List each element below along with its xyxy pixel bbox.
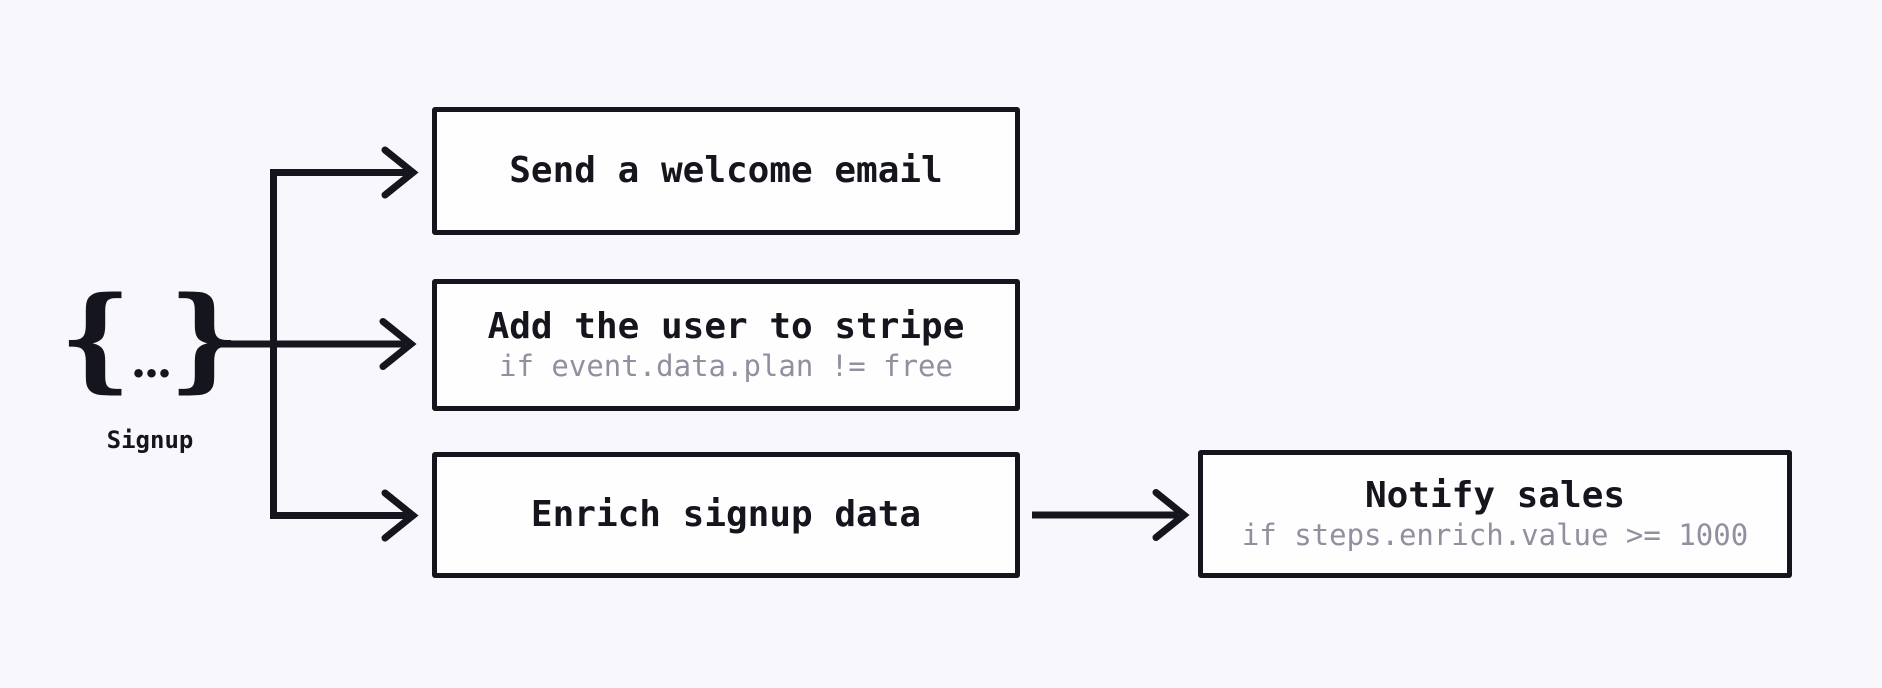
- step-title: Add the user to stripe: [487, 305, 965, 347]
- brace-right: }: [168, 273, 241, 404]
- step-box-enrich-signup: Enrich signup data: [432, 452, 1020, 578]
- step-box-welcome-email: Send a welcome email: [432, 107, 1020, 235]
- arrowhead-middle-icon: [379, 318, 417, 370]
- step-condition: if event.data.plan != free: [499, 349, 953, 384]
- arrowhead-notify-icon: [1152, 489, 1190, 541]
- event-payload-icon: { ... }: [59, 283, 240, 395]
- arrowhead-bottom-icon: [381, 489, 419, 542]
- step-title: Send a welcome email: [509, 150, 943, 192]
- step-title: Enrich signup data: [530, 494, 922, 536]
- brace-left: {: [59, 273, 132, 404]
- step-condition: if steps.enrich.value >= 1000: [1241, 518, 1749, 553]
- arrow-branch-spine: [270, 169, 407, 519]
- step-title: Notify sales: [1364, 474, 1626, 516]
- event-trigger-label: Signup: [106, 426, 194, 454]
- payload-dots: ...: [130, 334, 172, 388]
- arrowhead-top-icon: [381, 146, 419, 199]
- step-box-add-to-stripe: Add the user to stripe if event.data.pla…: [432, 279, 1020, 411]
- step-box-notify-sales: Notify sales if steps.enrich.value >= 10…: [1198, 450, 1792, 578]
